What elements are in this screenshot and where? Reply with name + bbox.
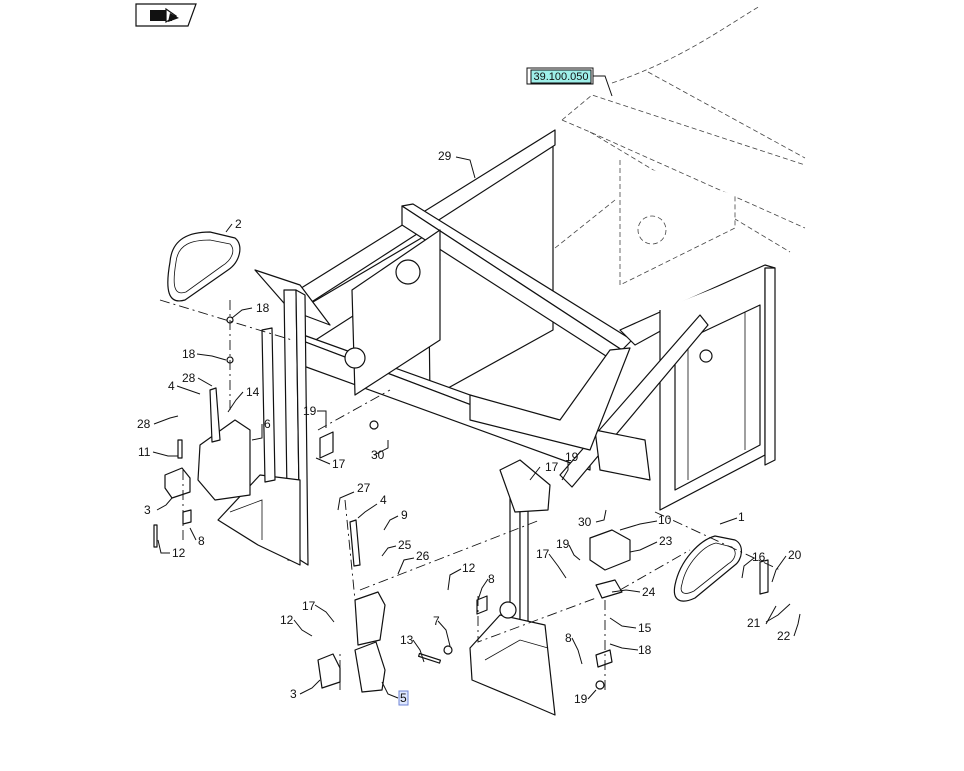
callout-12[interactable]: 12 bbox=[172, 546, 186, 560]
callout-1[interactable]: 1 bbox=[738, 510, 745, 524]
callout-17[interactable]: 17 bbox=[536, 547, 550, 561]
callout-29[interactable]: 29 bbox=[438, 149, 452, 163]
callout-3[interactable]: 3 bbox=[144, 503, 151, 517]
callout-12[interactable]: 12 bbox=[280, 613, 294, 627]
callout-11[interactable]: 11 bbox=[138, 445, 151, 459]
upper-assembly-ghost bbox=[554, 5, 806, 286]
callout-5[interactable]: 5 bbox=[400, 691, 407, 705]
callout-28[interactable]: 28 bbox=[182, 371, 196, 385]
callout-17[interactable]: 17 bbox=[332, 457, 346, 471]
callout-6[interactable]: 6 bbox=[264, 417, 271, 431]
callout-8[interactable]: 8 bbox=[488, 572, 495, 586]
callout-4[interactable]: 4 bbox=[380, 493, 387, 507]
callout-19[interactable]: 19 bbox=[303, 404, 317, 418]
callout-30[interactable]: 30 bbox=[578, 515, 592, 529]
callout-26[interactable]: 26 bbox=[416, 549, 430, 563]
callout-labels: 29 2 18 18 28 4 14 28 6 11 19 17 30 3 8 … bbox=[137, 149, 802, 706]
callout-28[interactable]: 28 bbox=[137, 417, 151, 431]
callout-9[interactable]: 9 bbox=[401, 508, 408, 522]
callout-22[interactable]: 22 bbox=[777, 629, 791, 643]
reference-link-label: 39.100.050 bbox=[533, 71, 588, 83]
callout-7[interactable]: 7 bbox=[433, 614, 440, 628]
reference-link[interactable]: 39.100.050 bbox=[526, 67, 613, 97]
callout-19[interactable]: 19 bbox=[574, 692, 588, 706]
selected-callout-highlight bbox=[398, 690, 409, 706]
callout-30[interactable]: 30 bbox=[371, 448, 385, 462]
callout-18[interactable]: 18 bbox=[182, 347, 196, 361]
callout-23[interactable]: 23 bbox=[659, 534, 673, 548]
book-arrow-icon[interactable] bbox=[135, 3, 197, 27]
callout-8[interactable]: 8 bbox=[198, 534, 205, 548]
callout-10[interactable]: 10 bbox=[658, 513, 672, 527]
callout-8[interactable]: 8 bbox=[565, 631, 572, 645]
callout-13[interactable]: 13 bbox=[400, 633, 414, 647]
callout-2[interactable]: 2 bbox=[235, 217, 242, 231]
callout-4[interactable]: 4 bbox=[168, 379, 175, 393]
callout-21[interactable]: 21 bbox=[747, 616, 761, 630]
main-frame bbox=[153, 129, 776, 716]
callout-17[interactable]: 17 bbox=[302, 599, 316, 613]
callout-19[interactable]: 19 bbox=[556, 537, 570, 551]
assembly-lines bbox=[159, 299, 781, 690]
callout-18[interactable]: 18 bbox=[256, 301, 270, 315]
callout-14[interactable]: 14 bbox=[246, 385, 260, 399]
callout-3[interactable]: 3 bbox=[290, 687, 297, 701]
callout-15[interactable]: 15 bbox=[638, 621, 652, 635]
callout-18[interactable]: 18 bbox=[638, 643, 652, 657]
callout-24[interactable]: 24 bbox=[642, 585, 656, 599]
callout-20[interactable]: 20 bbox=[788, 548, 802, 562]
callout-17[interactable]: 17 bbox=[545, 460, 559, 474]
callout-25[interactable]: 25 bbox=[398, 538, 412, 552]
callout-27[interactable]: 27 bbox=[357, 481, 371, 495]
callout-leaders bbox=[152, 156, 801, 700]
callout-12[interactable]: 12 bbox=[462, 561, 476, 575]
callout-19[interactable]: 19 bbox=[565, 450, 579, 464]
callout-16[interactable]: 16 bbox=[752, 550, 766, 564]
